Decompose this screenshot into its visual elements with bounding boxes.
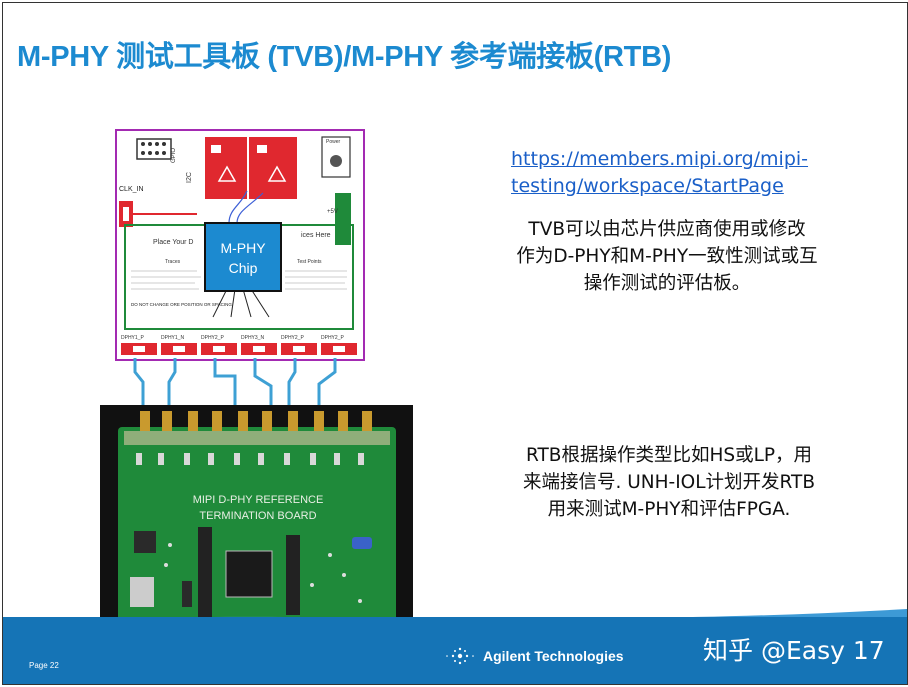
gpio-label: GPIO <box>171 148 177 163</box>
clk-label: CLK_IN <box>119 186 144 193</box>
tvb-line-2: 作为D-PHY和M-PHY一致性测试或互 <box>516 246 818 267</box>
port-label-2: DPHY1_N <box>161 335 184 341</box>
tvb-board-image: GPIO I2C Power +5V CLK_IN Place Your D i… <box>115 129 365 361</box>
traces-label: Traces <box>165 259 181 265</box>
watermark: 知乎 @Easy 17 <box>703 636 885 665</box>
link-line-2[interactable]: testing/workspace/StartPage <box>511 175 784 197</box>
rtb-description: RTB根据操作类型比如HS或LP，用 来端接信号. UNH-IOL计划开发RTB… <box>486 442 852 523</box>
i2c-label: I2C <box>186 172 193 183</box>
rtb-silk-line-2: TERMINATION BOARD <box>199 510 316 522</box>
mipi-testing-link[interactable]: https://members.mipi.org/mipi- testing/w… <box>511 146 811 200</box>
link-line-1[interactable]: https://members.mipi.org/mipi- <box>511 148 809 170</box>
place-text: Place Your D <box>153 239 193 246</box>
rtb-line-2: 来端接信号. UNH-IOL计划开发RTB <box>522 472 816 493</box>
test-points-label: Test Points <box>297 259 322 265</box>
page-number: Page 22 <box>29 661 59 670</box>
port-label-6: DPHY2_P <box>321 335 344 341</box>
tvb-line-1: TVB可以由芯片供应商使用或修改 <box>528 219 806 240</box>
ices-text: ices Here <box>301 232 331 239</box>
rtb-silk-line-1: MIPI D-PHY REFERENCE <box>193 494 324 506</box>
port-label-4: DPHY3_N <box>241 335 264 341</box>
vol-label: +5V <box>327 209 338 215</box>
port-label-5: DPHY2_P <box>281 335 304 341</box>
port-label-1: DPHY1_P <box>121 335 144 341</box>
tvb-line-3: 操作测试的评估板。 <box>583 273 751 294</box>
rtb-board-image: MIPI D-PHY REFERENCE TERMINATION BOARD <box>100 405 413 644</box>
connection-cables <box>133 358 337 414</box>
chip-label-1: M-PHY <box>220 240 266 256</box>
tvb-description: TVB可以由芯片供应商使用或修改 作为D-PHY和M-PHY一致性测试或互 操作… <box>481 216 853 297</box>
rtb-line-3: 用来测试M-PHY和评估FPGA. <box>547 499 791 520</box>
chip-label-2: Chip <box>229 260 258 276</box>
rtb-board-drawing: MIPI D-PHY REFERENCE TERMINATION BOARD <box>118 411 396 627</box>
rtb-line-1: RTB根据操作类型比如HS或LP，用 <box>525 445 813 466</box>
port-label-3: DPHY2_P <box>201 335 224 341</box>
slide-title: M-PHY 测试工具板 (TVB)/M-PHY 参考端接板(RTB) <box>17 41 672 73</box>
brand-name: Agilent Technologies <box>483 648 624 664</box>
power-label: Power <box>326 139 341 145</box>
warning-text: DO NOT CHANGE ORE POSITION OR SPACING <box>131 302 232 307</box>
agilent-spark-icon <box>446 647 474 665</box>
tvb-board-drawing: GPIO I2C Power +5V CLK_IN Place Your D i… <box>119 136 357 355</box>
agilent-logo: Agilent Technologies <box>443 645 624 667</box>
